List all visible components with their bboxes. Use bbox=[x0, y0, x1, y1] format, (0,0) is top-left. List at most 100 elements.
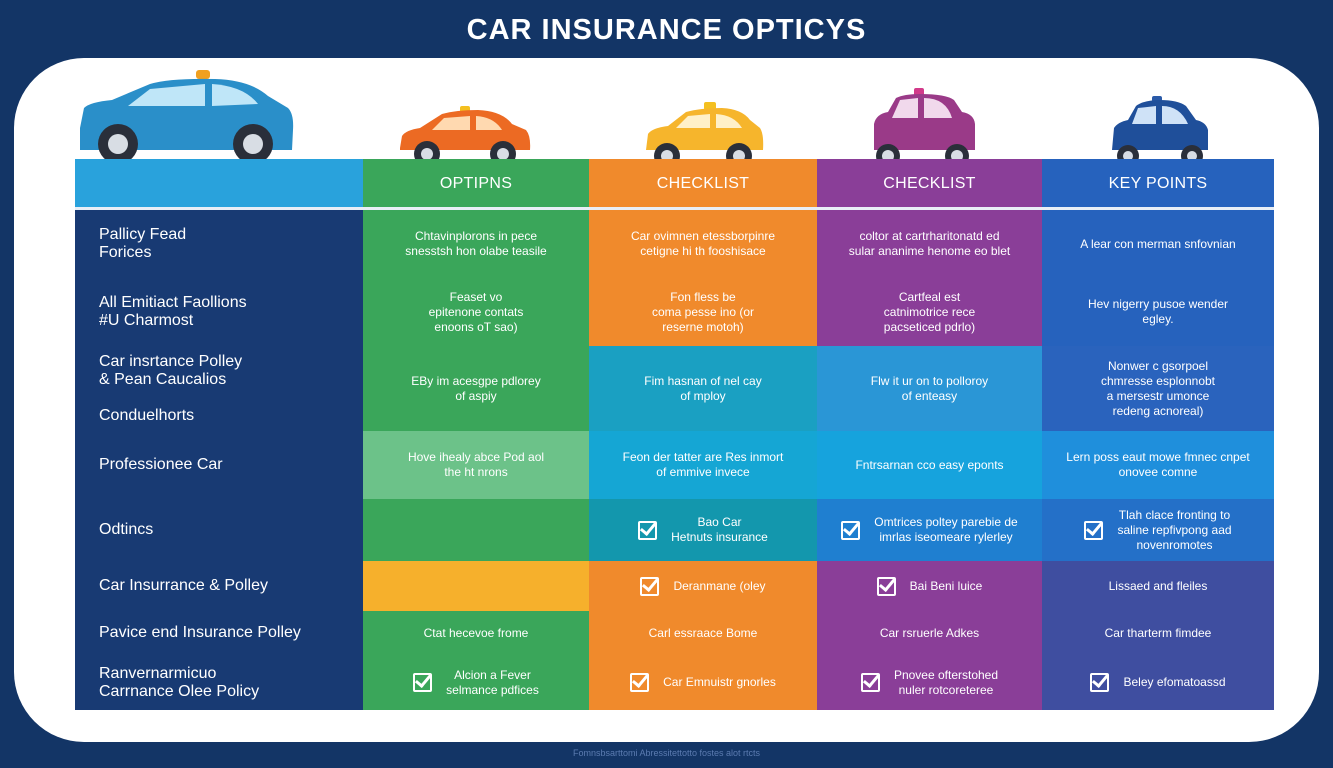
table-cell: Tlah clace fronting to saline repfivpong… bbox=[1042, 499, 1274, 561]
row-label: Pallicy Fead Forices bbox=[75, 210, 363, 278]
cell-text: Hev nigerry pusoe wender egley. bbox=[1087, 297, 1229, 326]
cell-text: Lissaed and fleiles bbox=[1108, 578, 1208, 593]
cell-text: Beley efomatoassd bbox=[1123, 675, 1226, 689]
row-label-text: Ranvernarmicuo Carrnance Olee Policy bbox=[99, 664, 260, 700]
row-label-text: Odtincs bbox=[99, 521, 154, 538]
column-header-label: KEY POINTS bbox=[1108, 174, 1208, 192]
cell-text: Hove ihealy abce Pod aol the ht nrons bbox=[407, 450, 545, 479]
table-cell: coltor at cartrharitonatd ed sular anani… bbox=[817, 210, 1042, 278]
cell-text: Car tharterm fimdee bbox=[1104, 625, 1212, 640]
cell-text: Fon fless be coma pesse ino (or reserne … bbox=[651, 289, 755, 334]
table-cell: Flw it ur on to polloroy of enteasy bbox=[817, 346, 1042, 431]
table-cell: Carl essraace Bome bbox=[589, 611, 817, 655]
cell-text: Deranmane (oley bbox=[673, 578, 766, 593]
table-cell bbox=[363, 561, 589, 611]
table-cell: Fon fless be coma pesse ino (or reserne … bbox=[589, 278, 817, 346]
table-cell: Nonwer c gsorpoel chmresse esplonnobt a … bbox=[1042, 346, 1274, 431]
column-header-label: CHECKLIST bbox=[883, 174, 976, 192]
column-header-3: CHECKLIST bbox=[817, 159, 1042, 207]
table-cell: Alcion a Fever selmance pdfices bbox=[363, 655, 589, 710]
row-label-text: All Emitiact Faollions #U Charmost bbox=[99, 294, 247, 329]
column-header-label: OPTIPNS bbox=[439, 174, 513, 192]
table-cell: Car ovimnen etessborpinre cetigne hi th … bbox=[589, 210, 817, 278]
checkbox-icon[interactable] bbox=[860, 673, 880, 692]
blue-small-car-icon bbox=[1112, 96, 1208, 167]
orange-car-icon bbox=[400, 106, 531, 167]
column-header-label: CHECKLIST bbox=[656, 174, 750, 192]
row-label: Ranvernarmicuo Carrnance Olee Policy bbox=[75, 655, 363, 710]
table-cell: Car tharterm fimdee bbox=[1042, 611, 1274, 655]
cell-text: Cartfeal est catnimotrice rece pacsetice… bbox=[883, 289, 976, 334]
row-label: Car insrtance Polley & Pean Caucalios Co… bbox=[75, 346, 363, 431]
column-header-4: KEY POINTS bbox=[1042, 159, 1274, 207]
cell-text: Ctat hecevoe frome bbox=[423, 625, 529, 640]
header-divider bbox=[75, 207, 1274, 210]
table-cell: Bai Beni luice bbox=[817, 561, 1042, 611]
row-label-text: Pavice end Insurance Polley bbox=[99, 624, 301, 641]
cell-text: Car rsruerle Adkes bbox=[879, 625, 980, 640]
cell-text: Feon der tatter are Res inmort of emmive… bbox=[622, 450, 784, 479]
table-cell: A lear con merman snfovnian bbox=[1042, 210, 1274, 278]
insurance-table: OPTIPNS CHECKLIST CHECKLIST KEY POINTS Palli… bbox=[75, 159, 1274, 710]
table-cell: Lern poss eaut mowe fmnec cnpet onovee c… bbox=[1042, 431, 1274, 499]
checkbox-icon[interactable] bbox=[413, 673, 433, 692]
row-label-text: Pallicy Fead Forices bbox=[99, 226, 187, 261]
column-header-2: CHECKLIST bbox=[589, 159, 817, 207]
checkbox-icon[interactable] bbox=[1090, 673, 1110, 692]
table-cell: Omtrices poltey parebie de imrlas iseome… bbox=[817, 499, 1042, 561]
checkbox-icon[interactable] bbox=[640, 576, 660, 596]
purple-car-icon bbox=[874, 88, 975, 168]
row-label-text: Car insrtance Polley & Pean Caucalios Co… bbox=[99, 352, 243, 424]
row-label-text: Professionee Car bbox=[99, 456, 223, 473]
checkbox-icon[interactable] bbox=[638, 520, 658, 540]
table-cell: Feaset vo epitenone contats enoons oT sa… bbox=[363, 278, 589, 346]
cell-text: Feaset vo epitenone contats enoons oT sa… bbox=[428, 289, 524, 334]
table-cell: EBy im acesgpe pdlorey of aspiy bbox=[363, 346, 589, 431]
cell-text: Car ovimnen etessborpinre cetigne hi th … bbox=[630, 229, 776, 258]
table-cell: Lissaed and fleiles bbox=[1042, 561, 1274, 611]
cell-text: Bao Car Hetnuts insurance bbox=[671, 515, 768, 544]
table-cell: Car rsruerle Adkes bbox=[817, 611, 1042, 655]
table-cell: Car Emnuistr gnorles bbox=[589, 655, 817, 710]
table-cell: Fim hasnan of nel cay of mploy bbox=[589, 346, 817, 431]
cell-text: Flw it ur on to polloroy of enteasy bbox=[870, 373, 989, 403]
table-cell: Deranmane (oley bbox=[589, 561, 817, 611]
row-label: Pavice end Insurance Polley bbox=[75, 611, 363, 655]
table-cell: Bao Car Hetnuts insurance bbox=[589, 499, 817, 561]
row-label: Odtincs bbox=[75, 499, 363, 561]
checkbox-icon[interactable] bbox=[841, 520, 861, 540]
table-cell bbox=[363, 499, 589, 561]
blue-hatchback-icon bbox=[80, 70, 294, 164]
column-header-0 bbox=[75, 159, 363, 207]
cell-text: Bai Beni luice bbox=[909, 578, 983, 593]
checkbox-icon[interactable] bbox=[630, 673, 650, 692]
table-cell: Hev nigerry pusoe wender egley. bbox=[1042, 278, 1274, 346]
cell-text: A lear con merman snfovnian bbox=[1080, 236, 1236, 251]
cell-text: EBy im acesgpe pdlorey of aspiy bbox=[411, 373, 541, 403]
row-label: Car Insurrance & Polley bbox=[75, 561, 363, 611]
checkbox-icon[interactable] bbox=[876, 576, 896, 596]
footer-text: Fomnsbsarttomi Abressitettotto fostes al… bbox=[572, 748, 761, 758]
row-label-text: Car Insurrance & Polley bbox=[99, 577, 268, 594]
table-cell: Hove ihealy abce Pod aol the ht nrons bbox=[363, 431, 589, 499]
checkbox-icon[interactable] bbox=[1084, 520, 1104, 540]
cell-text: Pnovee ofterstohed nuler rotcoreteree bbox=[893, 667, 999, 697]
table-cell: Feon der tatter are Res inmort of emmive… bbox=[589, 431, 817, 499]
cell-text: Chtavinplorons in pece snesstsh hon olab… bbox=[405, 229, 547, 258]
cell-text: coltor at cartrharitonatd ed sular anani… bbox=[848, 229, 1011, 258]
cell-text: Omtrices poltey parebie de imrlas iseome… bbox=[874, 515, 1018, 544]
row-label: All Emitiact Faollions #U Charmost bbox=[75, 278, 363, 346]
cell-text: Fntrsarnan cco easy eponts bbox=[855, 457, 1004, 472]
cell-text: Tlah clace fronting to saline repfivpong… bbox=[1117, 507, 1232, 552]
car-illustrations bbox=[80, 70, 1208, 169]
table-cell: Beley efomatoassd bbox=[1042, 655, 1274, 710]
cell-text: Carl essraace Bome bbox=[648, 625, 758, 640]
cell-text: Fim hasnan of nel cay of mploy bbox=[644, 373, 762, 403]
cell-text: Car Emnuistr gnorles bbox=[663, 675, 776, 689]
table-cell: Pnovee ofterstohed nuler rotcoreteree bbox=[817, 655, 1042, 710]
cell-text: Nonwer c gsorpoel chmresse esplonnobt a … bbox=[1100, 358, 1216, 418]
row-label: Professionee Car bbox=[75, 431, 363, 499]
table-cell: Cartfeal est catnimotrice rece pacsetice… bbox=[817, 278, 1042, 346]
page-title: CAR INSURANCE OPTICYS bbox=[466, 14, 867, 46]
table-cell: Ctat hecevoe frome bbox=[363, 611, 589, 655]
